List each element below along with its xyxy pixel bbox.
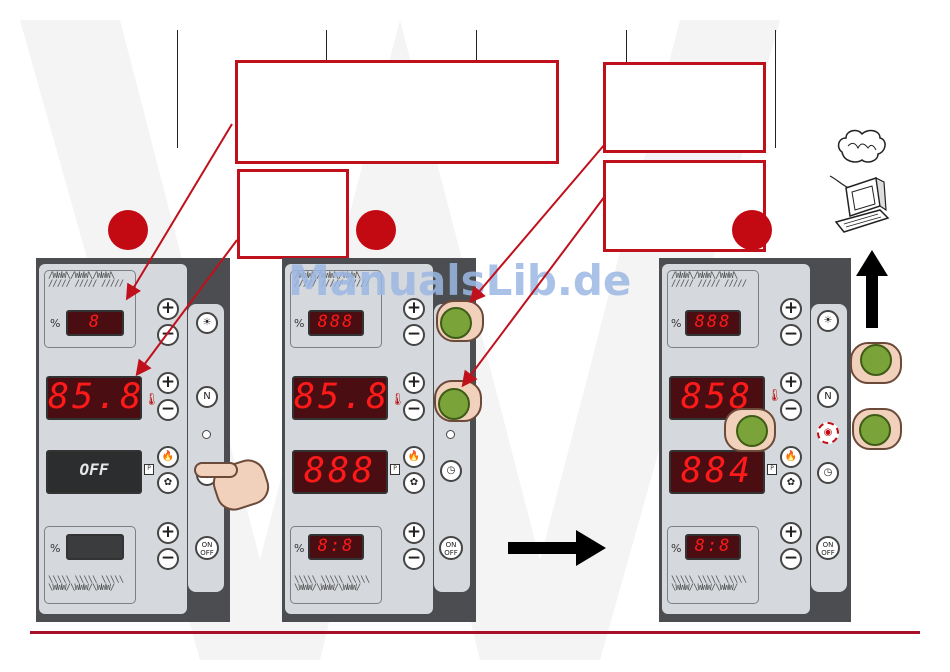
thermometer-icon: 🌡: [767, 388, 783, 402]
fan-speed-display: [66, 534, 124, 560]
probe-icon: P: [767, 464, 777, 475]
fan-speed-display: 8:8: [685, 534, 741, 560]
finger-press-marker: [440, 307, 472, 339]
fan-icon[interactable]: ✿: [403, 472, 425, 494]
heating-element-icon: ///// ///// /////: [48, 279, 124, 289]
mode-display: 884: [669, 450, 765, 494]
indicator-led: [446, 430, 455, 439]
percent-label: %: [294, 542, 305, 555]
callout-box: [235, 60, 559, 164]
humidity-plus-button[interactable]: +: [157, 298, 179, 320]
target-indicator-icon: ◉: [817, 422, 839, 444]
fan-minus-button[interactable]: −: [403, 548, 425, 570]
heating-element-icon: /WWW\/WWW\/WWW\: [48, 271, 115, 281]
thermometer-icon: 🌡: [390, 392, 406, 406]
callout-box: [237, 169, 349, 259]
divider-line: [626, 30, 627, 62]
heating-element-icon: \\\\\ \\\\\ \\\\\: [294, 575, 370, 585]
heating-element-icon: \WWW/\WWW/\WWW/: [48, 583, 115, 593]
computer-icon: [829, 175, 890, 233]
thermometer-icon: 🌡: [144, 392, 160, 406]
flame-icon[interactable]: 🔥: [780, 446, 802, 468]
humidity-plus-button[interactable]: +: [403, 298, 425, 320]
humidity-display: 888: [308, 310, 364, 336]
light-icon[interactable]: ☀: [196, 312, 218, 334]
temperature-minus-button[interactable]: −: [157, 399, 179, 421]
heating-element-icon: \WWW/\WWW/\WWW/: [294, 583, 361, 593]
fan-speed-display: 8:8: [308, 534, 364, 560]
temperature-minus-button[interactable]: −: [780, 399, 802, 421]
temperature-plus-button[interactable]: +: [780, 372, 802, 394]
step-marker: [108, 210, 148, 250]
fan-plus-button[interactable]: +: [157, 522, 179, 544]
percent-label: %: [50, 317, 61, 330]
finger-press-marker: [736, 415, 768, 447]
humidity-minus-button[interactable]: −: [780, 324, 802, 346]
probe-icon: P: [144, 464, 154, 475]
door-icon[interactable]: N: [196, 386, 218, 408]
heating-element-icon: \\\\\ \\\\\ \\\\\: [671, 575, 747, 585]
control-panel: /WWW\/WWW\/WWW\ ///// ///// ///// % 8 + …: [36, 258, 230, 622]
humidity-plus-button[interactable]: +: [780, 298, 802, 320]
arrow-right-icon: [508, 530, 606, 566]
step-marker: [356, 210, 396, 250]
mode-display: OFF: [46, 450, 142, 494]
brain-icon: [837, 129, 886, 163]
temperature-plus-button[interactable]: +: [157, 372, 179, 394]
percent-label: %: [294, 317, 305, 330]
finger-press-marker: [438, 388, 470, 420]
temperature-display: 85.8: [292, 376, 388, 420]
watermark-text: ManualsLib.de: [288, 256, 632, 305]
arrow-up-icon: [856, 250, 888, 328]
finger-icon: [194, 462, 238, 478]
divider-line: [326, 30, 327, 62]
fan-minus-button[interactable]: −: [157, 548, 179, 570]
fan-plus-button[interactable]: +: [780, 522, 802, 544]
mode-display: 888: [292, 450, 388, 494]
heating-element-icon: /WWW\/WWW\/WWW\: [671, 271, 738, 281]
finger-press-marker: [860, 344, 892, 376]
percent-label: %: [50, 542, 61, 555]
heating-element-icon: /WWW\/WWW\/WWW\: [294, 271, 361, 281]
percent-label: %: [671, 542, 682, 555]
control-panel: /WWW\/WWW\/WWW\ ///// ///// ///// % 888 …: [282, 258, 476, 622]
door-icon[interactable]: N: [817, 386, 839, 408]
temperature-display: 85.8: [46, 376, 142, 420]
step-marker: [732, 210, 772, 250]
temperature-plus-button[interactable]: +: [403, 372, 425, 394]
heating-element-icon: \\\\\ \\\\\ \\\\\: [48, 575, 124, 585]
divider-line: [177, 30, 178, 148]
flame-icon[interactable]: 🔥: [157, 446, 179, 468]
clock-icon[interactable]: ◷: [440, 460, 462, 482]
probe-icon: P: [390, 464, 400, 475]
humidity-display: 8: [66, 310, 124, 336]
humidity-minus-button[interactable]: −: [403, 324, 425, 346]
heating-element-icon: ///// ///// /////: [671, 279, 747, 289]
heating-element-icon: \WWW/\WWW/\WWW/: [671, 583, 738, 593]
fan-minus-button[interactable]: −: [780, 548, 802, 570]
flame-icon[interactable]: 🔥: [403, 446, 425, 468]
bottom-divider-line: [30, 631, 920, 634]
fan-icon[interactable]: ✿: [780, 472, 802, 494]
light-icon[interactable]: ☀: [817, 310, 839, 332]
fan-icon[interactable]: ✿: [157, 472, 179, 494]
indicator-led: [202, 430, 211, 439]
humidity-display: 888: [685, 310, 741, 336]
clock-icon[interactable]: ◷: [817, 462, 839, 484]
callout-box: [603, 62, 766, 153]
divider-line: [775, 30, 776, 148]
divider-line: [476, 30, 477, 62]
percent-label: %: [671, 317, 682, 330]
temperature-minus-button[interactable]: −: [403, 399, 425, 421]
heating-element-icon: ///// ///// /////: [294, 279, 370, 289]
finger-press-marker: [859, 414, 891, 446]
fan-plus-button[interactable]: +: [403, 522, 425, 544]
